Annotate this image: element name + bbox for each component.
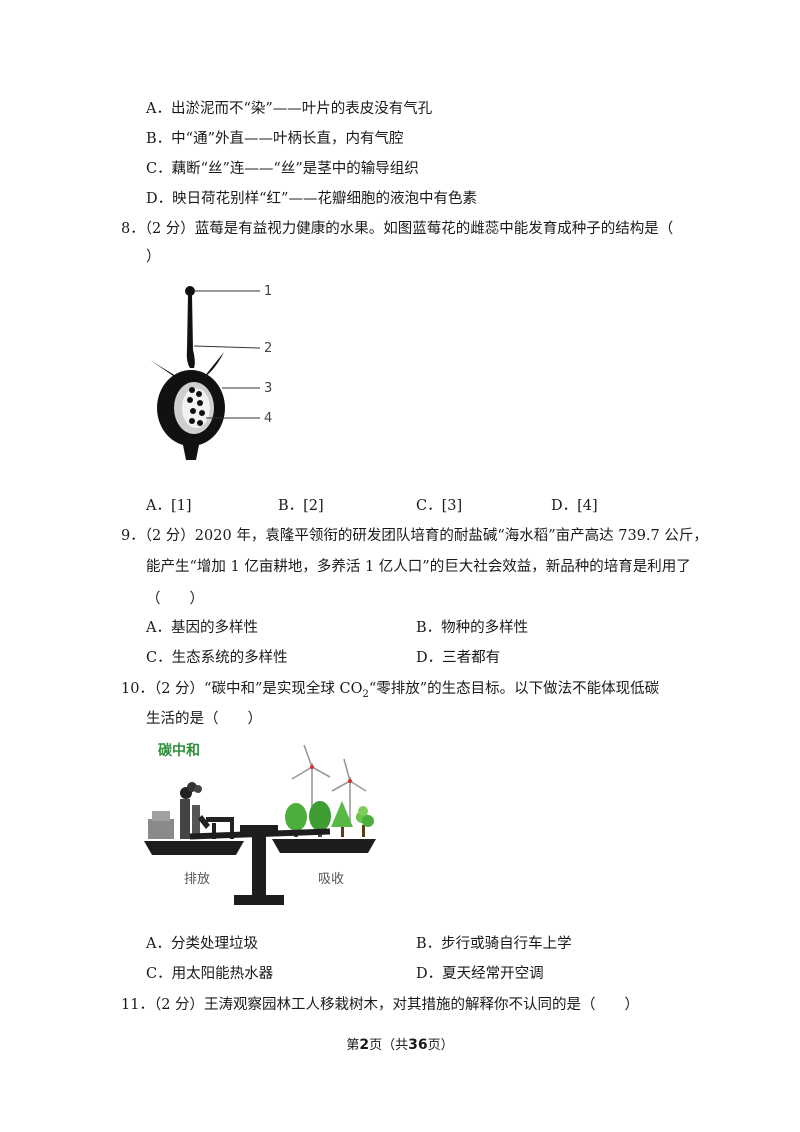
q10-stem-line1: 10．（2 分）“碳中和”是实现全球 CO2“零排放”的生态目标。以下做法不能体… — [121, 680, 659, 704]
q7-option-c: C．藕断“丝”连——“丝”是茎中的输导组织 — [146, 161, 419, 177]
footer-page-number: 2 — [359, 1037, 370, 1053]
q10-stem-subscript: 2 — [362, 688, 369, 700]
q8-option-c: C．[3] — [416, 498, 463, 514]
q10-option-c: C．用太阳能热水器 — [146, 966, 274, 982]
footer-total-pages: 36 — [408, 1037, 428, 1053]
q9-stem-line1: 9．（2 分）2020 年，袁隆平领衔的研发团队培育的耐盐碱“海水稻”亩产高达 … — [121, 528, 708, 544]
wind-turbine-icon — [291, 744, 367, 821]
q7-option-b: B．中“通”外直——叶柄长直，内有气腔 — [146, 131, 404, 147]
q7-option-d: D．映日荷花别样“红”——花瓣细胞的液泡中有色素 — [146, 191, 477, 207]
q7-option-a: A．出淤泥而不“染”——叶片的表皮没有气孔 — [146, 101, 433, 117]
footer-post: 页） — [427, 1038, 454, 1053]
figure-label-2: 2 — [264, 341, 272, 356]
figure-label-3: 3 — [264, 381, 272, 396]
q8-stem-line1: 8．（2 分）蓝莓是有益视力健康的水果。如图蓝莓花的雌蕊中能发育成种子的结构是（ — [121, 221, 674, 237]
q9-option-c: C．生态系统的多样性 — [146, 650, 288, 666]
figure-label-1: 1 — [264, 284, 272, 299]
factory-icon — [148, 782, 202, 839]
q10-option-b: B．步行或骑自行车上学 — [416, 936, 572, 952]
q9-stem-line3: （ ） — [146, 591, 204, 607]
q10-option-d: D．夏天经常开空调 — [416, 966, 544, 982]
q9-option-a: A．基因的多样性 — [146, 620, 258, 636]
footer-pre: 第 — [346, 1038, 360, 1053]
q10-stem-line2: 生活的是（ ） — [146, 711, 262, 727]
q10-option-a: A．分类处理垃圾 — [146, 936, 258, 952]
q8-option-a: A．[1] — [146, 498, 192, 514]
footer-mid: 页（共 — [369, 1038, 409, 1053]
figure-label-4: 4 — [264, 411, 272, 426]
figure-label-absorption: 吸收 — [318, 872, 344, 887]
carbon-neutral-figure: 碳中和 — [144, 742, 376, 905]
q9-option-d: D．三者都有 — [416, 650, 501, 666]
q8-stem-line2: ） — [146, 249, 161, 265]
q10-stem-pre: 10．（2 分）“碳中和”是实现全球 CO — [121, 681, 363, 697]
page-footer: 第2页（共36页） — [0, 1034, 800, 1053]
q9-option-b: B．物种的多样性 — [416, 620, 529, 636]
q8-option-b: B．[2] — [278, 498, 324, 514]
q11-stem-line1: 11．（2 分）王涛观察园林工人移栽树木，对其措施的解释你不认同的是（ ） — [121, 997, 640, 1013]
figure-title: 碳中和 — [158, 742, 200, 759]
blueberry-pistil-figure: 1 2 3 4 — [150, 284, 272, 460]
q8-option-d: D．[4] — [551, 498, 598, 514]
q9-stem-line2: 能产生“增加 1 亿亩耕地，多养活 1 亿人口”的巨大社会效益，新品种的培育是利… — [146, 559, 691, 575]
balance-scale-icon — [144, 825, 376, 905]
figure-label-emission: 排放 — [184, 872, 210, 887]
oil-pump-icon — [198, 815, 234, 839]
q10-stem-post: “零排放”的生态目标。以下做法不能体现低碳 — [368, 681, 660, 697]
